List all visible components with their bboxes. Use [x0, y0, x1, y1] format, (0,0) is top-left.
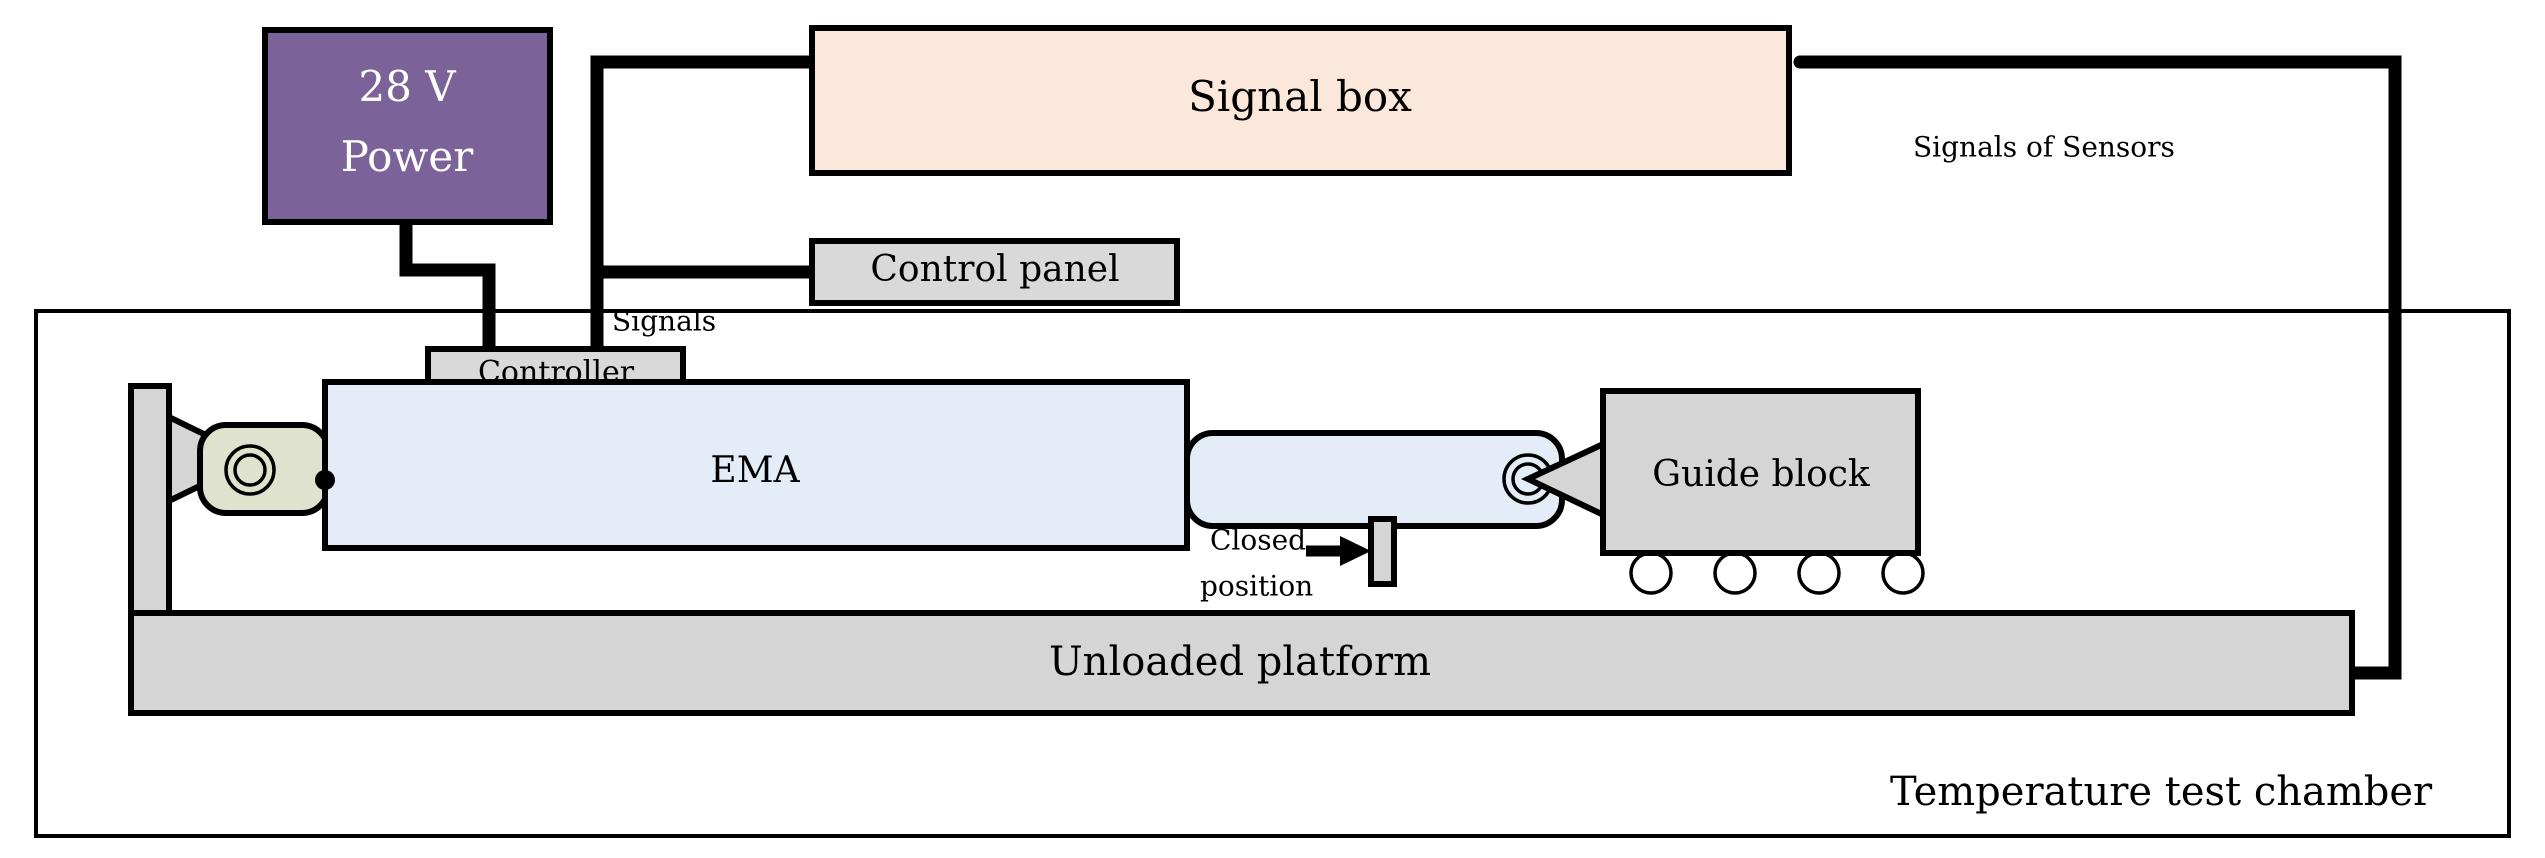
control-panel-label: Control panel — [870, 249, 1119, 290]
ema-actuator-body[interactable]: EMA — [322, 379, 1190, 551]
wheel — [1629, 551, 1673, 595]
ema-rear-pivot-dot — [315, 470, 335, 490]
wheel — [1713, 551, 1757, 595]
left-pin-joint-inner — [233, 453, 267, 487]
guide-block-wheels — [1629, 551, 1925, 595]
power-label-line2: Power — [341, 132, 475, 181]
temperature-test-chamber-boundary — [34, 309, 2511, 838]
closed-position-marker — [1368, 516, 1397, 587]
closed-position-label-line1: Closed — [1210, 524, 1306, 557]
signals-of-sensors-label: Signals of Sensors — [1913, 131, 2175, 164]
control-panel-box[interactable]: Control panel — [809, 238, 1180, 306]
closed-position-arrowhead — [1340, 536, 1371, 566]
signal-box[interactable]: Signal box — [809, 25, 1792, 176]
guide-block-label: Guide block — [1652, 454, 1871, 495]
signal-box-label: Signal box — [1188, 72, 1412, 121]
power-label-line1: 28 V — [358, 62, 456, 111]
wheel — [1797, 551, 1841, 595]
signals-label: Signals — [612, 305, 716, 338]
chamber-label: Temperature test chamber — [1890, 769, 2433, 815]
power-cable — [399, 215, 496, 378]
left-pin-joint-outer — [224, 444, 276, 496]
ema-label: EMA — [710, 450, 800, 491]
closed-position-label-line2: position — [1200, 570, 1313, 603]
power-supply-box[interactable]: 28 V Power — [262, 27, 553, 225]
wheel — [1881, 551, 1925, 595]
sensor-signal-cable — [1793, 55, 2402, 680]
platform-label: Unloaded platform — [1049, 639, 1431, 685]
unloaded-platform: Unloaded platform — [128, 610, 2355, 716]
guide-block[interactable]: Guide block — [1600, 388, 1921, 556]
